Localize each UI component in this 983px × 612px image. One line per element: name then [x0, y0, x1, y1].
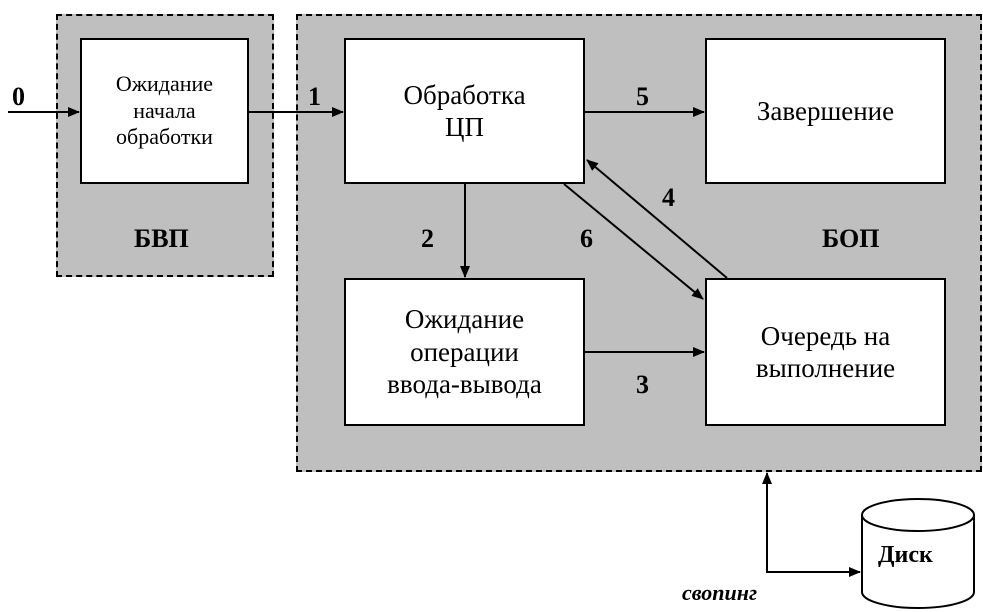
transition-label-4: 4: [662, 183, 675, 212]
transition-label-0: 0: [12, 82, 25, 111]
state-wait-io: Ожидание операции ввода-вывода: [344, 278, 585, 426]
state-ready-queue: Очередь на выполнение: [705, 278, 946, 426]
disk-icon: [861, 498, 975, 609]
state-cpu-processing: Обработка ЦП: [344, 38, 585, 184]
disk-label: Диск: [878, 542, 933, 568]
transition-label-3: 3: [636, 370, 649, 399]
transition-label-1: 1: [308, 82, 321, 111]
state-finish: Завершение: [705, 38, 946, 184]
region-bop-label: БОП: [822, 224, 880, 253]
state-wait-start: Ожидание начала обработки: [80, 38, 249, 184]
transition-label-5: 5: [636, 82, 649, 111]
arrow-6: [563, 183, 704, 300]
transition-label-2: 2: [421, 224, 434, 253]
transition-label-6: 6: [580, 224, 593, 253]
arrow-4: [586, 159, 728, 279]
region-bvp-label: БВП: [134, 224, 189, 253]
swapping-label: свопинг: [682, 580, 758, 605]
